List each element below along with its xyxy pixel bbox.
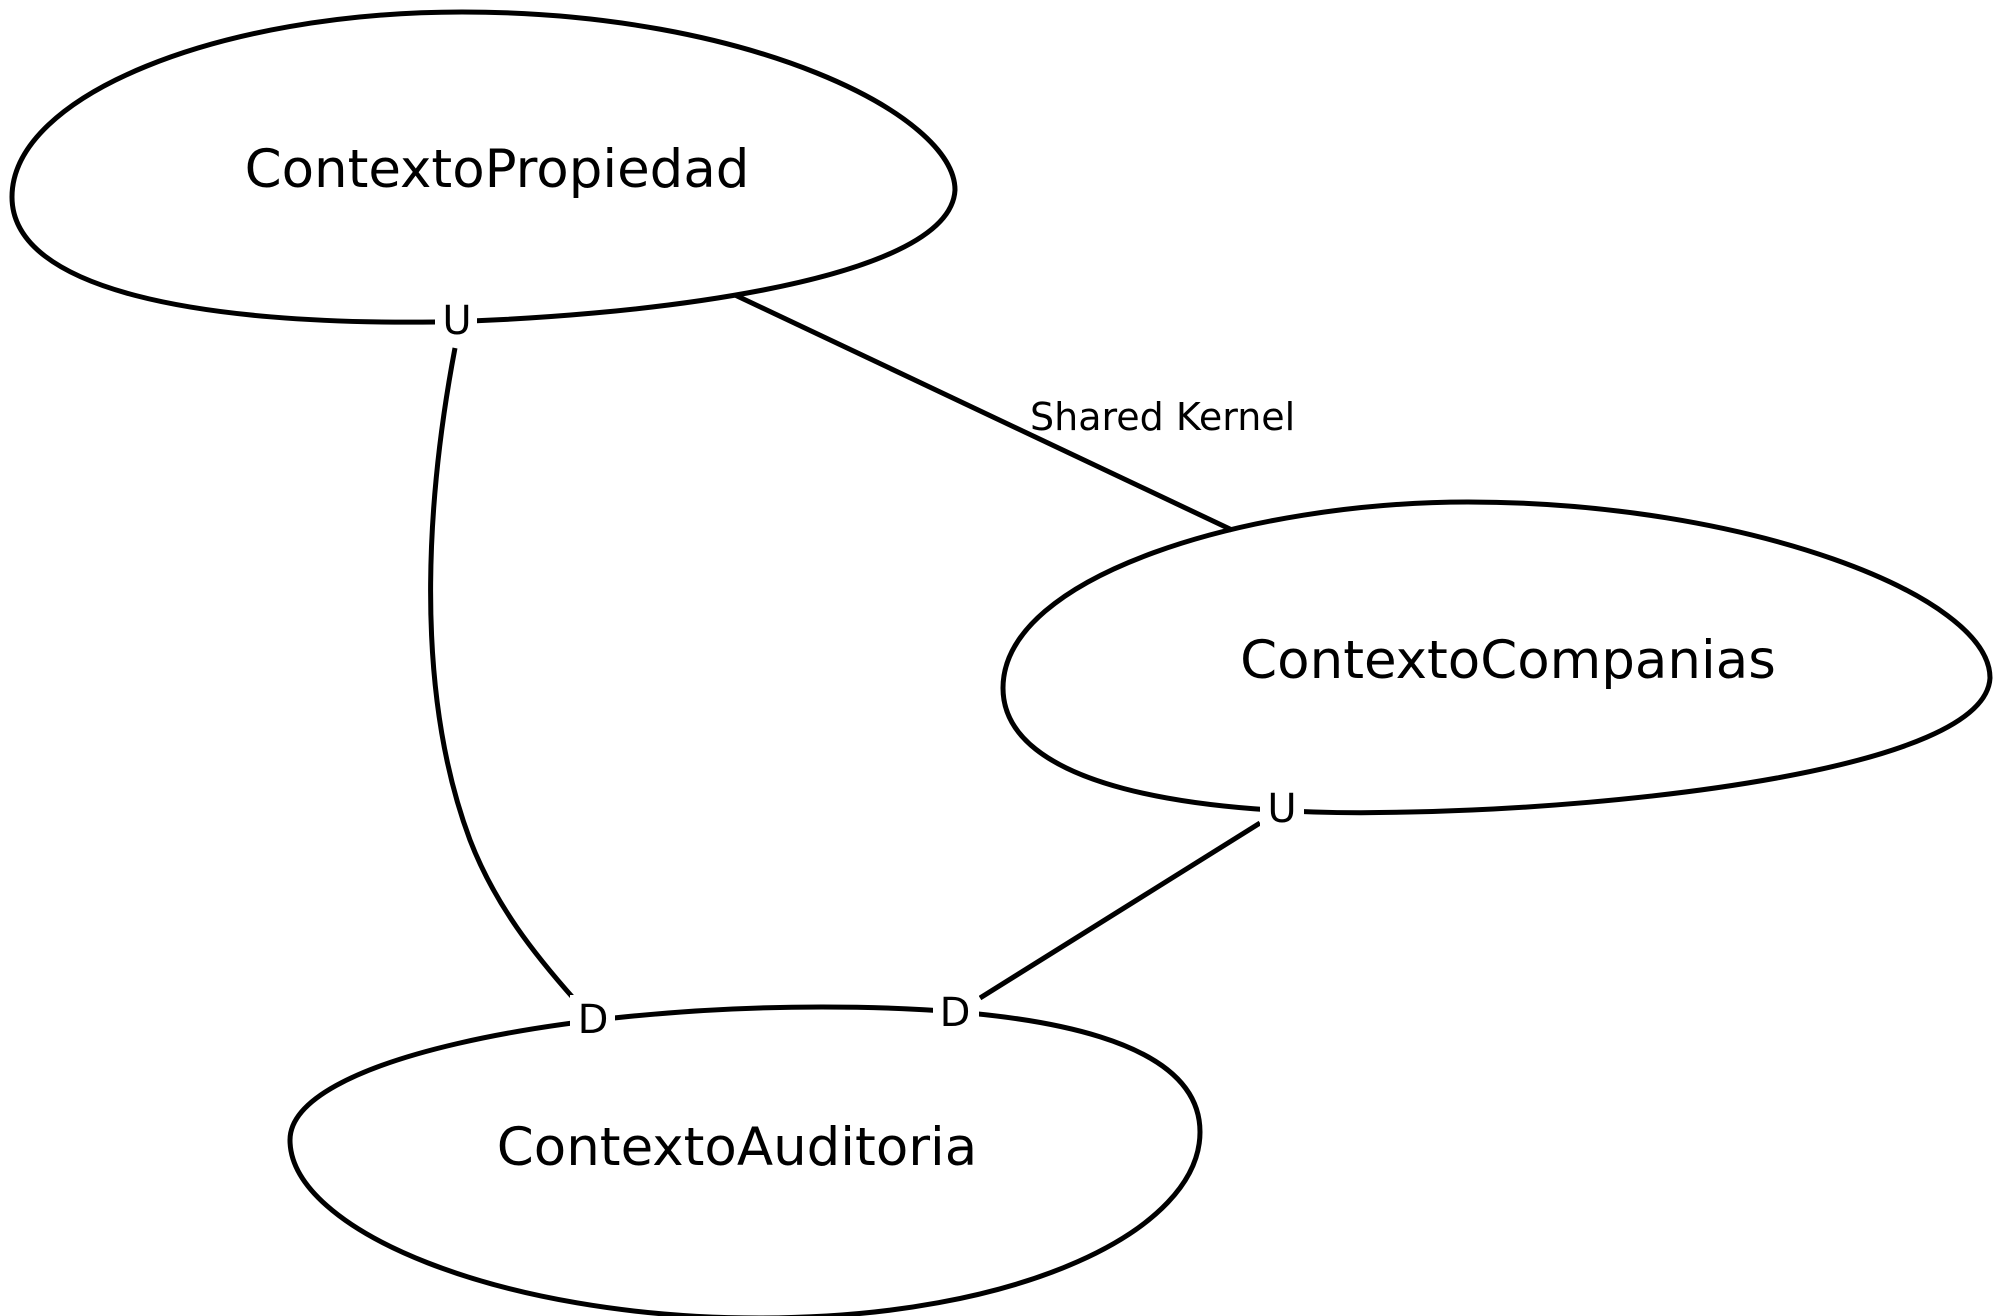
upstream-marker: U <box>1267 786 1296 832</box>
relation-shared-kernel[interactable]: Shared Kernel <box>733 292 1295 533</box>
shared-kernel-label: Shared Kernel <box>1030 395 1295 439</box>
context-companias-shape <box>1000 499 1993 816</box>
upstream-marker: U <box>442 298 471 344</box>
propiedad-auditoria-downstream-bg <box>570 995 615 1045</box>
companias-auditoria-upstream-bg <box>1260 785 1304 835</box>
companias-auditoria-edge <box>978 820 1262 1001</box>
context-companias[interactable]: ContextoCompanias <box>1000 499 1993 816</box>
context-propiedad-label: ContextoPropiedad <box>245 139 750 200</box>
propiedad-auditoria-upstream-bg <box>435 296 477 346</box>
downstream-marker: D <box>940 990 971 1036</box>
relation-companias-auditoria[interactable]: U D <box>933 785 1304 1038</box>
downstream-marker: D <box>578 997 609 1043</box>
relation-propiedad-auditoria[interactable]: U D <box>428 296 615 1045</box>
context-companias-label: ContextoCompanias <box>1240 630 1776 691</box>
shared-kernel-edge <box>733 292 1234 533</box>
context-auditoria-label: ContextoAuditoria <box>497 1117 977 1178</box>
companias-auditoria-downstream-bg <box>933 988 979 1038</box>
context-auditoria[interactable]: ContextoAuditoria <box>287 1004 1203 1316</box>
context-propiedad[interactable]: ContextoPropiedad <box>9 9 958 325</box>
propiedad-auditoria-edge <box>428 347 577 1002</box>
context-auditoria-shape <box>287 1004 1203 1316</box>
